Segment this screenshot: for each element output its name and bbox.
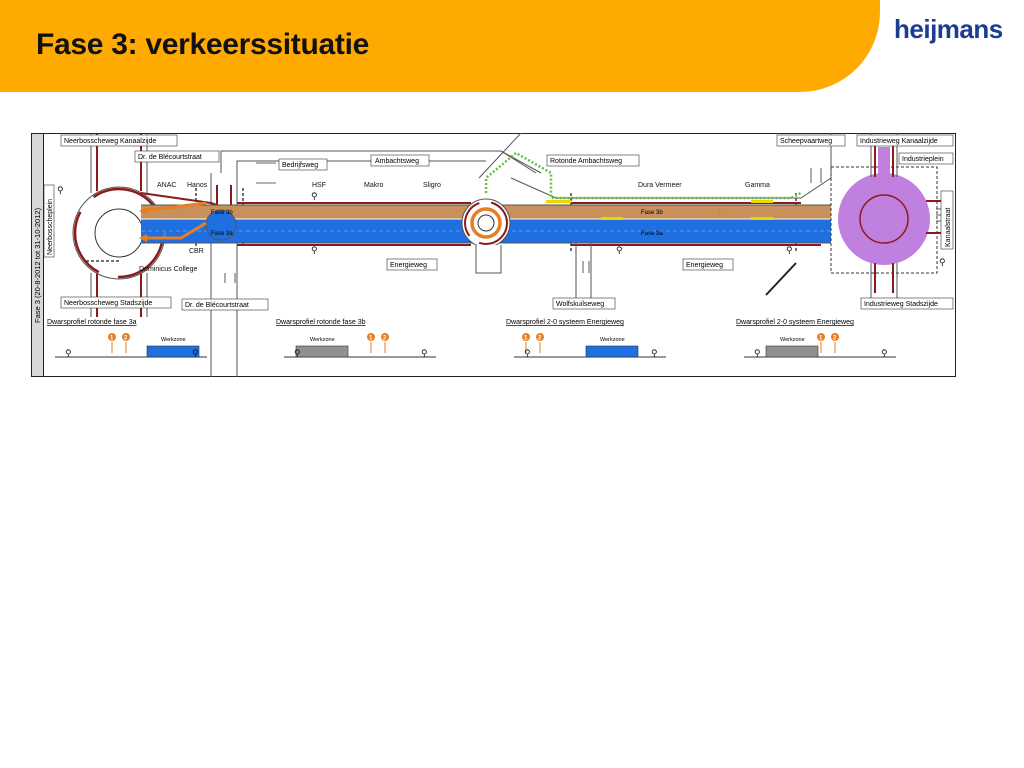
profile-title: Dwarsprofiel rotonde fase 3a: [47, 319, 137, 326]
profile-marker: [831, 333, 839, 341]
profile-werkzone: [295, 345, 349, 358]
profile-marker-number: 2: [124, 336, 128, 342]
label-fase3b-right: Fase 3b: [641, 210, 663, 216]
label-scheepvaartweg: Scheepvaartweg: [780, 138, 832, 145]
profile-werkzone-label: Werkzone: [780, 337, 805, 343]
label-fase3a-right: Fase 3a: [641, 231, 663, 237]
profile-werkzone-label: Werkzone: [600, 337, 625, 343]
page-title: Fase 3: verkeerssituatie: [36, 28, 370, 61]
kanaalstraat-label: Kanaalstraat: [945, 208, 952, 247]
bicycle-icon: ⚲: [754, 348, 761, 358]
business-anac: ANAC: [157, 182, 176, 189]
profile-title: Dwarsprofiel 2-0 systeem Energieweg: [736, 319, 854, 326]
business-hsf: HSF: [312, 182, 326, 189]
heijmans-logo: heijmans: [894, 14, 1003, 44]
profile-marker: [536, 333, 544, 341]
label-ambachtsweg: Ambachtsweg: [375, 158, 419, 165]
bicycle-icon: ⚲: [524, 348, 531, 358]
bicycle-icon: ⚲: [939, 257, 946, 267]
business-cbr: CBR: [189, 248, 204, 255]
label-bedrijfsweg: Bedrijfsweg: [282, 162, 318, 169]
profile-title: Dwarsprofiel 2-0 systeem Energieweg: [506, 319, 624, 326]
profile-werkzone: [585, 345, 639, 358]
bicycle-icon: ⚲: [651, 348, 658, 358]
bicycle-icon: ⚲: [192, 348, 199, 358]
profile-marker: [522, 333, 530, 341]
bicycle-icon: ⚲: [294, 348, 301, 358]
marker-1-road: 1: [718, 209, 722, 215]
label-blecourt-bottom: Dr. de Blécourtstraat: [185, 302, 249, 309]
label-energieweg-2: Energieweg: [686, 262, 723, 269]
label-energieweg-1: Energieweg: [390, 262, 427, 269]
profile-marker-number: 2: [383, 336, 387, 342]
bicycle-icon: ⚲: [881, 348, 888, 358]
label-rotonde-ambachtsweg: Rotonde Ambachtsweg: [550, 158, 622, 165]
label-fase3b-left: Fase 3b: [211, 210, 233, 216]
label-wolfskuilseweg: Wolfskuilseweg: [556, 301, 604, 308]
profile-marker-number: 2: [538, 336, 542, 342]
bicycle-icon: ⚲: [616, 245, 623, 255]
label-neerbosscheweg-kanaalzijde: Neerbosscheweg Kanaalzijde: [64, 138, 156, 145]
profiles-row: Dwarsprofiel rotonde fase 3a Werkzone 1 2 ⚲ ⚲…: [47, 319, 896, 358]
profile-marker: [122, 333, 130, 341]
label-industrieplein: Industrieplein: [902, 156, 944, 163]
profile-werkzone: [765, 345, 819, 358]
traffic-diagram: Fase 3 (20-8-2012 tot 31-10-2012) Neerbo…: [31, 132, 956, 377]
bicycle-icon: ⚲: [311, 191, 318, 201]
neerbosscheplein-label: Neerbosscheplein: [47, 199, 54, 255]
bicycle-icon: ⚲: [65, 348, 72, 358]
label-industrieweg-kanaalzijde: Industrieweg Kanaalzijde: [860, 138, 938, 145]
profile-marker-number: 1: [110, 336, 114, 342]
profile-marker-number: 2: [833, 336, 837, 342]
business-hanos: Hanos: [187, 182, 208, 189]
label-industrieweg-stadszijde: Industrieweg Stadszijde: [864, 301, 938, 308]
label-blecourt-top: Dr. de Blécourtstraat: [138, 154, 202, 161]
profile-werkzone-label: Werkzone: [161, 337, 186, 343]
business-dominicus: Dominicus College: [139, 266, 197, 273]
profile-marker: [108, 333, 116, 341]
profile-werkzone: [146, 345, 200, 358]
phase-side-label: Fase 3 (20-8-2012 tot 31-10-2012): [33, 207, 42, 323]
label-neerbosscheweg-stadszijde: Neerbosscheweg Stadszijde: [64, 300, 152, 307]
profile-title: Dwarsprofiel rotonde fase 3b: [276, 319, 366, 326]
business-gamma: Gamma: [745, 182, 770, 189]
profile-marker-number: 1: [369, 336, 373, 342]
header-bar: [0, 0, 880, 92]
business-dura: Dura Vermeer: [638, 182, 682, 189]
business-makro: Makro: [364, 182, 384, 189]
profile-marker: [817, 333, 825, 341]
profile-marker-number: 1: [819, 336, 823, 342]
profile-marker-number: 1: [524, 336, 528, 342]
bicycle-icon: ⚲: [421, 348, 428, 358]
bicycle-icon: ⚲: [311, 245, 318, 255]
bicycle-icon: ⚲: [57, 185, 64, 195]
bicycle-icon: ⚲: [786, 245, 793, 255]
profile-werkzone-label: Werkzone: [310, 337, 335, 343]
label-fase3a-left: Fase 3a: [211, 231, 233, 237]
marker-2-road: 2: [163, 233, 167, 239]
profile-marker: [367, 333, 375, 341]
profile-marker: [381, 333, 389, 341]
business-sligro: Sligro: [423, 182, 441, 189]
